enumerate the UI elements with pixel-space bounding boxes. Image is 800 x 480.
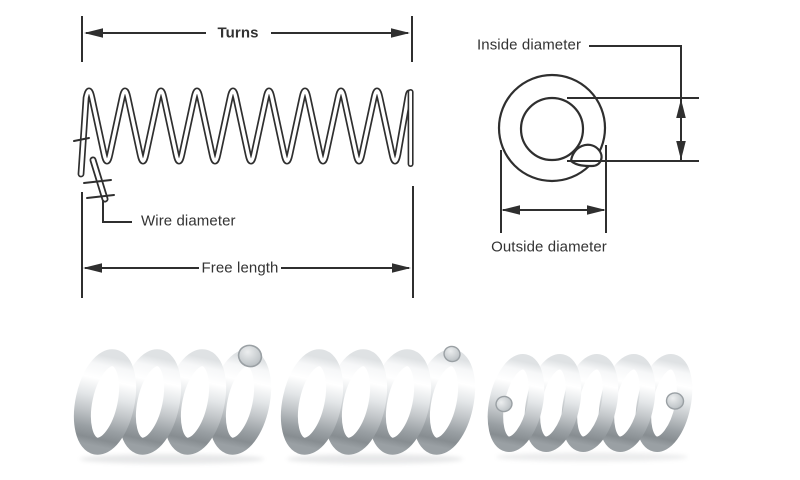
turns-dimension — [81, 16, 413, 62]
wire-diameter-leader — [102, 200, 132, 223]
outside-diameter-label: Outside diameter — [491, 238, 607, 256]
arrow-left-icon — [501, 205, 520, 215]
arrow-left-icon — [83, 263, 102, 273]
wire-diameter-label: Wire diameter — [141, 212, 236, 230]
shadow — [80, 454, 264, 464]
outer-circle — [497, 73, 607, 183]
wire-diameter-ticks — [73, 137, 115, 199]
outside-diameter-dimension — [500, 145, 607, 233]
metal-spring-photos — [73, 344, 693, 464]
free-length-label: Free length — [201, 259, 279, 277]
metal-spring-photo-3 — [487, 353, 693, 453]
arrow-down-icon — [676, 141, 686, 160]
inside-diameter-label: Inside diameter — [477, 36, 582, 54]
free-length-dimension — [81, 186, 414, 298]
cut-wire-end — [443, 345, 461, 363]
arrow-right-icon — [587, 205, 606, 215]
metal-spring-photo-2 — [280, 345, 476, 455]
spring-cross-section-front-view — [497, 73, 607, 183]
metal-spring-photo-1 — [73, 344, 272, 455]
arrow-right-icon — [392, 263, 411, 273]
cut-wire-end — [495, 395, 513, 413]
coil-spring-line-drawing — [73, 87, 414, 203]
inner-circle — [519, 96, 585, 162]
cut-wire-end — [237, 344, 263, 368]
arrow-up-icon — [676, 99, 686, 118]
arrow-right-icon — [391, 28, 410, 38]
shadow — [287, 454, 463, 464]
shadow — [496, 452, 688, 462]
inside-diameter-dimension — [567, 45, 699, 162]
arrow-left-icon — [84, 28, 103, 38]
turns-label: Turns — [217, 24, 259, 42]
cut-wire-end — [665, 392, 685, 410]
